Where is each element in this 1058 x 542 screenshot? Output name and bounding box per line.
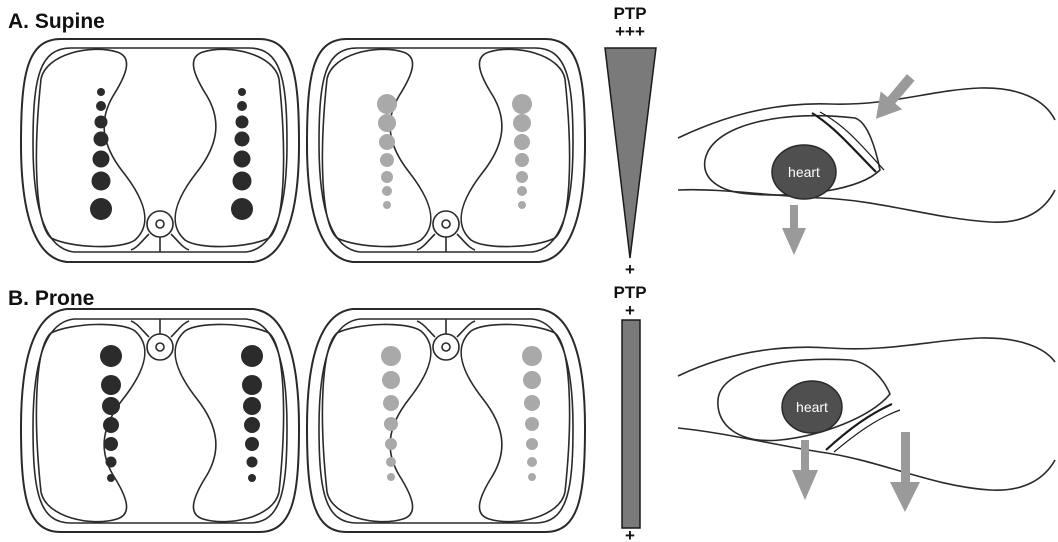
alveolus-dot: [90, 198, 112, 220]
alveolus-dot: [383, 395, 399, 411]
alveolus-dot: [377, 94, 397, 114]
alveolus-dot: [248, 474, 256, 482]
alveolus-dot: [385, 438, 397, 450]
alveolus-dot: [527, 457, 537, 467]
ptp-bottom-mark-b: +: [625, 526, 635, 542]
alveolus-dot: [247, 457, 258, 468]
alveolus-dot: [104, 437, 118, 451]
alveolus-dot: [524, 395, 540, 411]
ptp-top-mark-a: +++: [615, 22, 645, 41]
alveolus-dot: [92, 172, 111, 191]
alveolus-dot: [231, 198, 253, 220]
alveolus-dot: [97, 88, 105, 96]
alveolus-dot: [517, 186, 527, 196]
alveolus-dot: [386, 457, 396, 467]
alveolus-dot: [107, 474, 115, 482]
down-arrow-icon: [792, 440, 818, 500]
heart-label-a: heart: [788, 164, 820, 180]
down-arrow-icon: [782, 205, 806, 255]
alveolus-dot: [387, 473, 395, 481]
alveolus-dot: [234, 151, 251, 168]
alveolus-dot: [245, 437, 259, 451]
alveolus-dot: [242, 375, 262, 395]
ptp-uniform-bar: [622, 320, 640, 528]
alveolus-dot: [526, 438, 538, 450]
alveolus-dot: [102, 397, 120, 415]
alveolus-dot: [383, 201, 391, 209]
supine-thorax-dark: [21, 39, 299, 262]
ptp-label-b: PTP: [613, 283, 646, 302]
alveolus-dot: [100, 345, 122, 367]
alveolus-dot: [381, 346, 401, 366]
alveolus-dot: [237, 101, 247, 111]
down-arrow-icon: [890, 432, 920, 512]
alveolus-dot: [512, 94, 532, 114]
alveolus-dot: [95, 116, 108, 129]
alveolus-dot: [382, 371, 400, 389]
ptp-gradient-wedge: [605, 48, 656, 258]
panel-b-label: B. Prone: [8, 287, 94, 310]
alveolus-dot: [233, 172, 252, 191]
alveolus-dot: [525, 417, 539, 431]
alveolus-dot: [381, 171, 393, 183]
alveolus-dot: [238, 88, 246, 96]
alveolus-dot: [93, 151, 110, 168]
ptp-bottom-mark-a: +: [625, 260, 635, 279]
alveolus-dot: [384, 417, 398, 431]
alveolus-dot: [514, 134, 530, 150]
alveolus-dot: [515, 153, 529, 167]
alveolus-dot: [106, 457, 117, 468]
alveolus-dot: [235, 132, 250, 147]
alveolus-dot: [522, 346, 542, 366]
alveolus-dot: [382, 186, 392, 196]
alveolus-dot: [528, 473, 536, 481]
panel-a-label: A. Supine: [8, 10, 105, 33]
alveolus-dot: [523, 371, 541, 389]
supine-lateral-view: heart: [678, 68, 1055, 255]
diagonal-arrow-icon: [865, 68, 921, 127]
supine-thorax-light: [307, 39, 585, 262]
ptp-top-mark-b: +: [625, 301, 635, 320]
alveolus-dot: [236, 116, 249, 129]
alveolus-dot: [379, 134, 395, 150]
prone-thorax-light: [307, 309, 585, 532]
alveolus-dot: [244, 417, 260, 433]
alveolus-dot: [96, 101, 106, 111]
alveolus-dot: [103, 417, 119, 433]
heart-label-b: heart: [796, 399, 828, 415]
alveolus-dot: [101, 375, 121, 395]
prone-lateral-view: heart: [678, 338, 1055, 512]
alveolus-dot: [518, 201, 526, 209]
alveolus-dot: [516, 171, 528, 183]
alveolus-dot: [94, 132, 109, 147]
alveolus-dot: [378, 114, 396, 132]
alveolus-dot: [241, 345, 263, 367]
alveolus-dot: [513, 114, 531, 132]
ptp-label-a: PTP: [613, 4, 646, 23]
alveolus-dot: [380, 153, 394, 167]
alveolus-dot: [243, 397, 261, 415]
